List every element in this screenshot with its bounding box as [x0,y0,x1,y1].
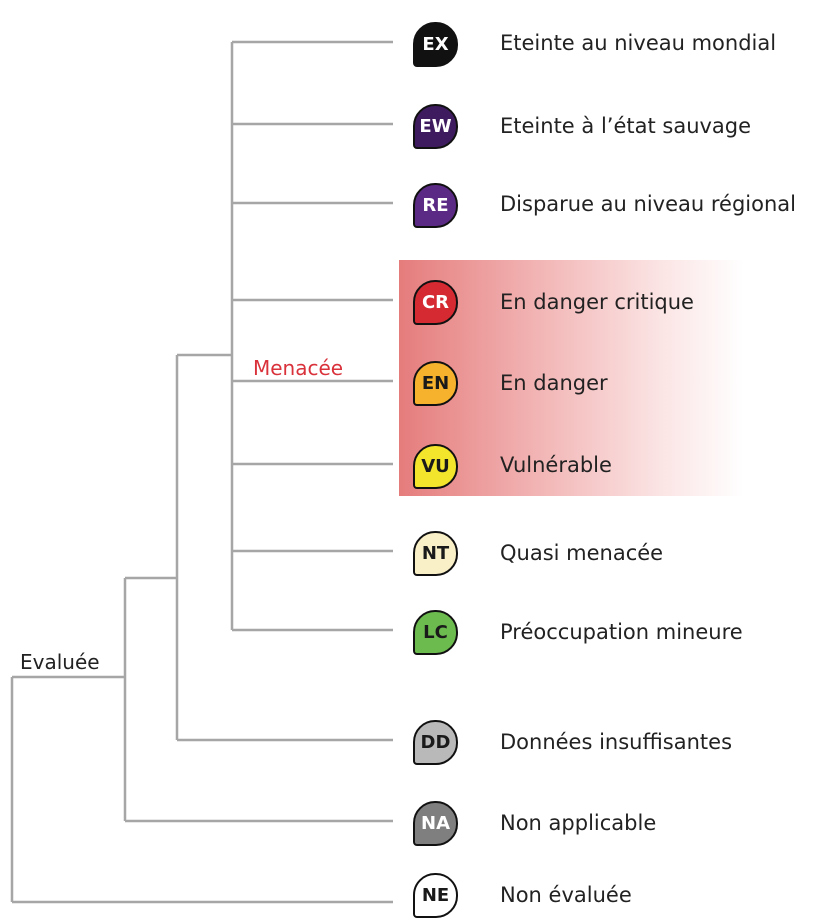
category-label-cr: En danger critique [500,290,694,314]
category-badge-na: NA [413,801,458,846]
category-code: EN [421,373,450,394]
category-label-en: En danger [500,371,608,395]
category-code: CR [421,292,450,313]
evaluated-group-label: Evaluée [20,650,100,674]
category-label-vu: Vulnérable [500,453,612,477]
category-code: DD [420,732,451,753]
category-label-ex: Eteinte au niveau mondial [500,31,777,55]
category-code: LC [423,622,448,643]
category-badge-lc: LC [413,610,458,655]
category-label-dd: Données insuffisantes [500,730,733,754]
category-code: NA [421,813,450,834]
threatened-group-label: Menacée [253,356,344,380]
category-code: VU [421,456,450,477]
category-badge-en: EN [413,361,458,406]
category-code: EW [419,116,452,137]
category-label-na: Non applicable [500,811,657,835]
category-badge-ex: EX [413,22,458,67]
category-code: EX [422,34,449,55]
category-label-ne: Non évaluée [500,883,632,907]
category-label-re: Disparue au niveau régional [500,192,796,216]
category-badge-vu: VU [413,444,458,489]
category-label-nt: Quasi menacée [500,541,664,565]
category-code: NE [421,885,450,906]
category-code: NT [421,543,450,564]
category-label-ew: Eteinte à l’état sauvage [500,114,752,138]
category-badge-re: RE [413,183,458,228]
category-badge-ew: EW [413,104,458,149]
category-badge-ne: NE [413,873,458,918]
category-badge-cr: CR [413,280,458,325]
category-code: RE [422,195,449,216]
category-label-lc: Préoccupation mineure [500,620,743,644]
category-badge-dd: DD [413,720,458,765]
category-badge-nt: NT [413,531,458,576]
